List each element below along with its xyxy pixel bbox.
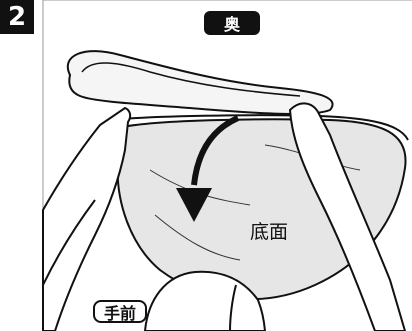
legs-center-line	[229, 284, 237, 331]
bottom-surface-label: 底面	[250, 221, 289, 243]
right-arm	[288, 102, 407, 331]
rotate-arrow-icon	[191, 115, 240, 186]
chair-inner-curve	[81, 62, 301, 97]
left-arm-second	[42, 199, 96, 286]
left-arm	[42, 106, 132, 331]
step-number-badge: 2	[0, 0, 34, 34]
arrow-head-icon	[176, 188, 212, 222]
fabric-fold-2	[154, 214, 241, 261]
back-direction-label: 奥	[204, 11, 260, 35]
front-direction-label: 手前	[93, 300, 147, 323]
chair-seat-back	[67, 50, 334, 115]
